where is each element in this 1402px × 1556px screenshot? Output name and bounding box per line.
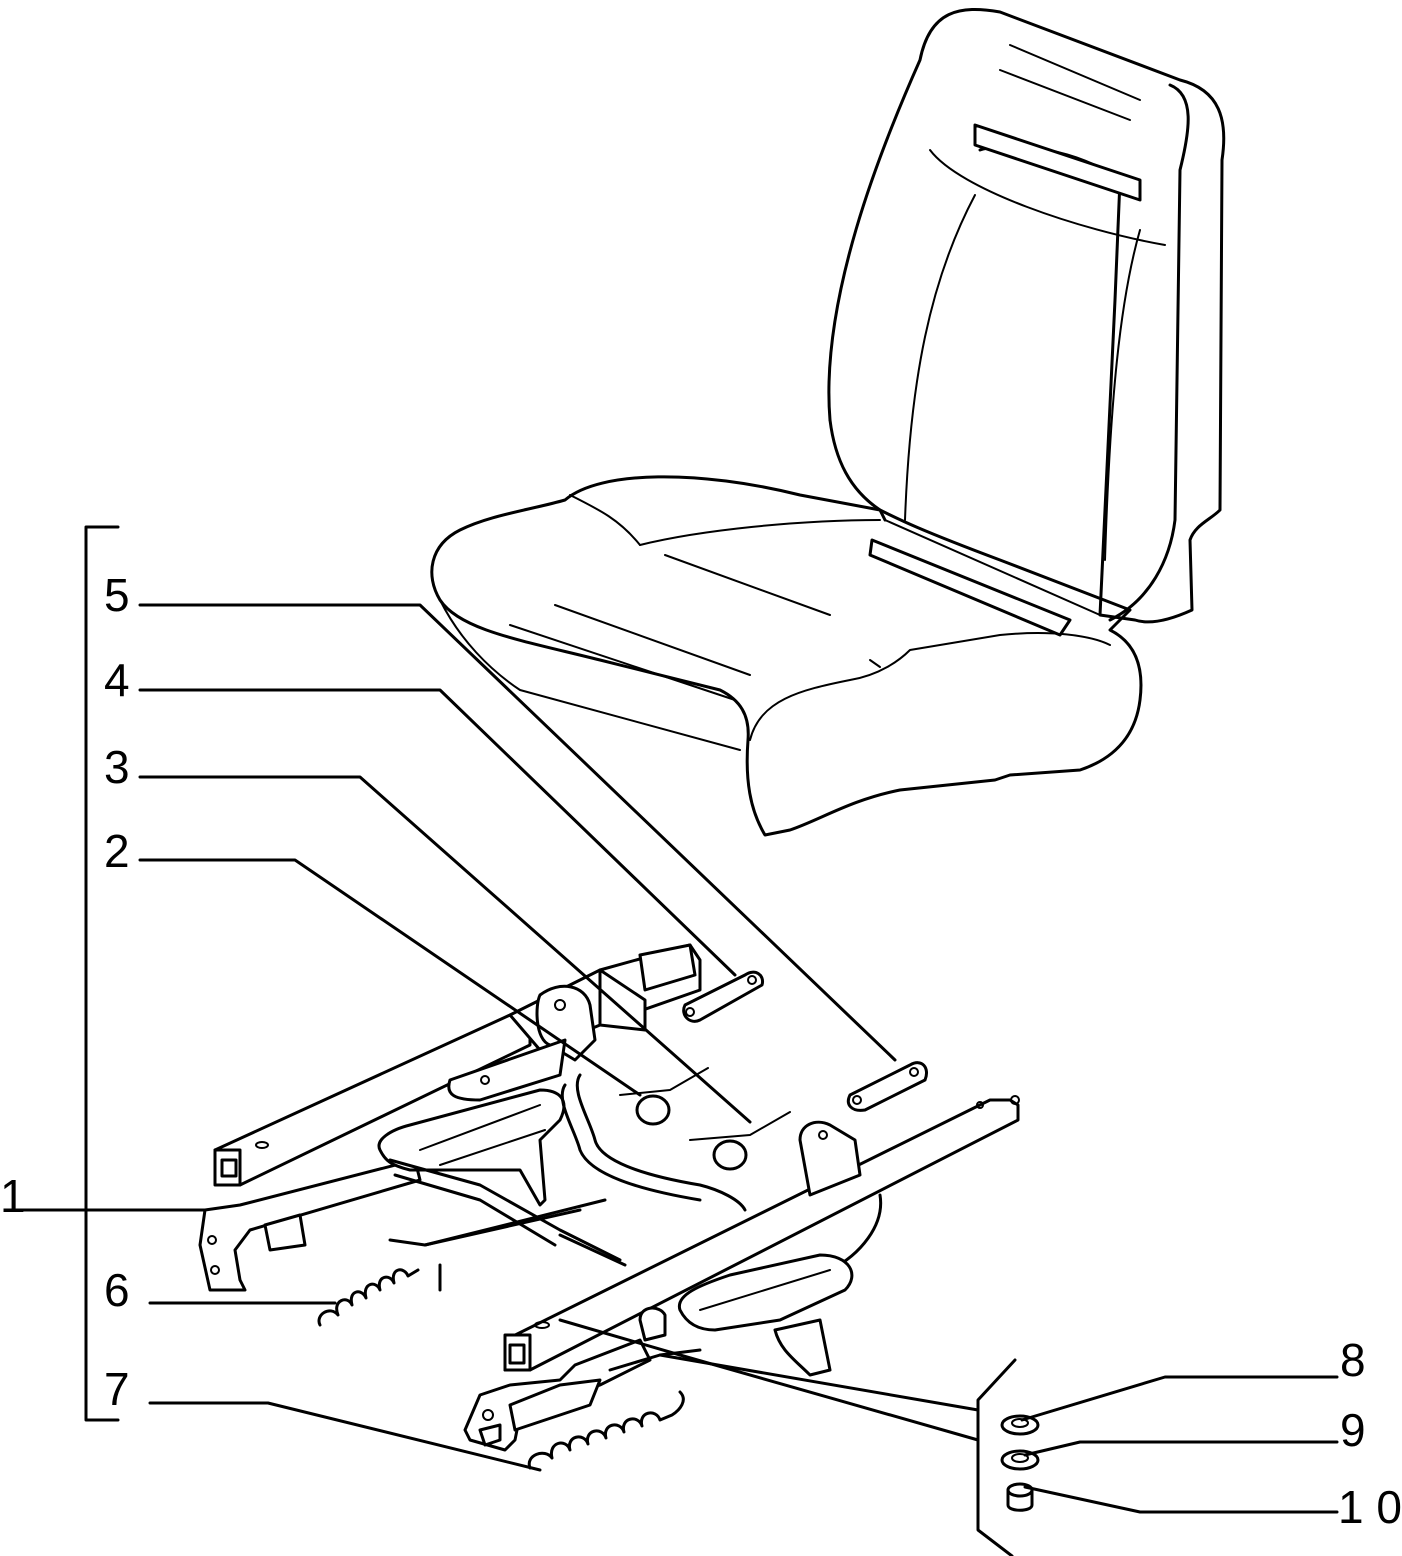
callout-labels: 1 2 3 4 5 6 7 8 9 1 0 [0, 569, 1402, 1533]
leader-8 [1020, 1375, 1339, 1422]
seat-frame-drawing [198, 943, 1020, 1452]
callout-3: 3 [104, 741, 130, 793]
callout-6: 6 [104, 1264, 130, 1316]
spring-part-6 [317, 1268, 420, 1327]
callout-1: 1 [0, 1170, 26, 1222]
leader-lines [18, 525, 1339, 1556]
callout-9: 9 [1340, 1404, 1366, 1456]
leader-7 [148, 1401, 542, 1472]
leader-9 [1023, 1440, 1339, 1457]
leader-4 [138, 688, 737, 977]
callout-4: 4 [104, 654, 130, 706]
leader-strut-a [388, 1198, 607, 1247]
seat-drawing [430, 8, 1226, 837]
leader-5 [138, 603, 897, 1062]
callout-2: 2 [104, 825, 130, 877]
callout-7: 7 [104, 1363, 130, 1415]
spring-part-7 [527, 1390, 685, 1470]
leader-3 [138, 775, 752, 1124]
plug-part-2 [635, 1094, 671, 1126]
callout-5: 5 [104, 569, 130, 621]
group-bracket [84, 525, 120, 1422]
callout-8: 8 [1340, 1334, 1366, 1386]
leader-10 [1023, 1485, 1339, 1514]
callout-10: 1 0 [1338, 1481, 1402, 1533]
leader-2 [138, 858, 642, 1097]
group-bracket-right [976, 1358, 1017, 1556]
plug-part-3 [712, 1139, 748, 1171]
